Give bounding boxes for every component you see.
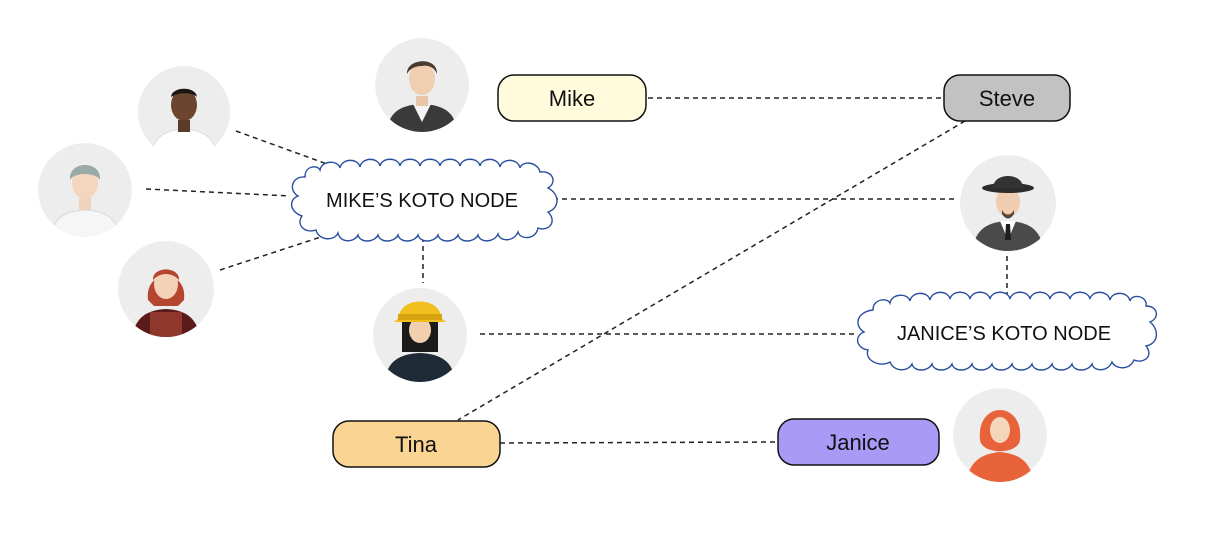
avatar-dark-vest-man-icon xyxy=(375,38,469,132)
pill-tina-bg xyxy=(332,420,501,468)
pill-steve-bg xyxy=(943,74,1071,122)
avatar-red-hair-woman-icon xyxy=(118,241,214,337)
avatar-chef-icon xyxy=(138,66,230,158)
mike-koto-node: MIKE’S KOTO NODE xyxy=(291,158,558,242)
avatar-fedora-man-icon xyxy=(960,155,1056,251)
janice-node-label: JANICE’S KOTO NODE xyxy=(897,323,1111,345)
pill-tina-label: Tina xyxy=(395,432,438,457)
mike-node-label: MIKE’S KOTO NODE xyxy=(326,190,518,212)
janice-koto-node: JANICE’S KOTO NODE xyxy=(857,291,1157,371)
edge-steve-tina xyxy=(457,120,966,421)
cloud-shape xyxy=(291,158,558,242)
pill-tina: Tina xyxy=(332,420,501,468)
pill-mike: Mike xyxy=(497,74,647,122)
edge-redhair-node xyxy=(219,231,337,271)
edge-chef-node xyxy=(235,130,339,169)
pill-janice-label: Janice xyxy=(826,430,890,455)
pill-steve-label: Steve xyxy=(979,86,1035,111)
edge-tina-janice xyxy=(499,441,779,444)
connection-lines xyxy=(145,97,1008,444)
cloud-shape xyxy=(857,291,1157,371)
avatar-firefighter-icon xyxy=(373,288,467,382)
pill-steve: Steve xyxy=(943,74,1071,122)
pill-janice-bg xyxy=(777,418,940,466)
pill-mike-bg xyxy=(497,74,647,122)
avatar-surgeon-cap-icon xyxy=(38,143,132,237)
edge-surgeon-node xyxy=(145,188,291,197)
pill-janice: Janice xyxy=(777,418,940,466)
pill-mike-label: Mike xyxy=(549,86,595,111)
avatar-hijab-woman-icon xyxy=(953,388,1047,482)
